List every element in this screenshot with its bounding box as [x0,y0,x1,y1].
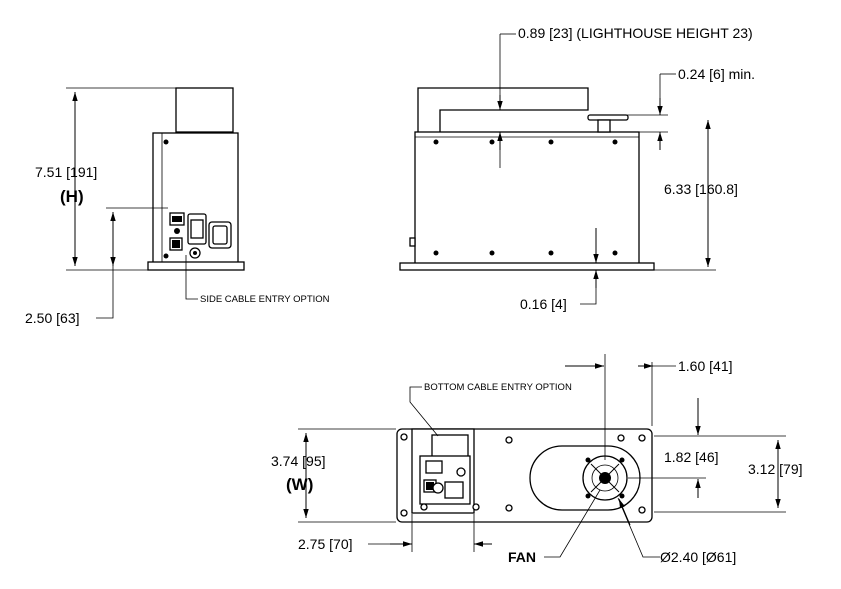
side-cable-height-dim: 2.50 [63] [25,310,80,326]
side-height-symbol: (H) [60,187,84,206]
front-screws [433,139,618,256]
front-body-height-dim: 6.33 [160.8] [664,181,738,197]
bottom-fan-diameter-dim: Ø2.40 [Ø61] [660,549,736,565]
bottom-screws [400,433,646,517]
front-view: 0.89 [23] (LIGHTHOUSE HEIGHT 23) 0.24 [6… [399,25,755,312]
bottom-fan-offset-dim: 1.60 [41] [678,358,733,374]
front-base [399,262,655,271]
bottom-fan-label: FAN [508,549,536,565]
bottom-fan-center-dim: 1.82 [46] [664,449,719,465]
front-body [414,131,640,265]
side-base [147,261,245,271]
side-height-dim: 7.51 [191] [35,164,97,180]
bottom-width-dim: 3.74 [95] [271,453,326,469]
bottom-cable-width-dim: 2.75 [70] [298,536,353,552]
side-connectors [169,212,232,259]
front-top-knob [587,114,629,133]
bottom-cable-label: BOTTOM CABLE ENTRY OPTION [424,382,572,393]
fan-icon [582,455,628,501]
side-cable-label: SIDE CABLE ENTRY OPTION [200,294,330,305]
bottom-width-symbol: (W) [286,475,313,494]
side-lighthouse [175,87,234,133]
front-clearance-dim: 0.24 [6] min. [678,66,755,82]
bottom-view: BOTTOM CABLE ENTRY OPTION 1.60 [41] 1.82… [271,354,803,565]
front-lighthouse-dim: 0.89 [23] (LIGHTHOUSE HEIGHT 23) [518,25,753,41]
bottom-opening-dim: 3.12 [79] [748,461,803,477]
side-view: 7.51 [191] (H) 2.50 [63] SIDE CABLE ENTR… [25,87,330,326]
front-base-dim: 0.16 [4] [520,296,567,312]
